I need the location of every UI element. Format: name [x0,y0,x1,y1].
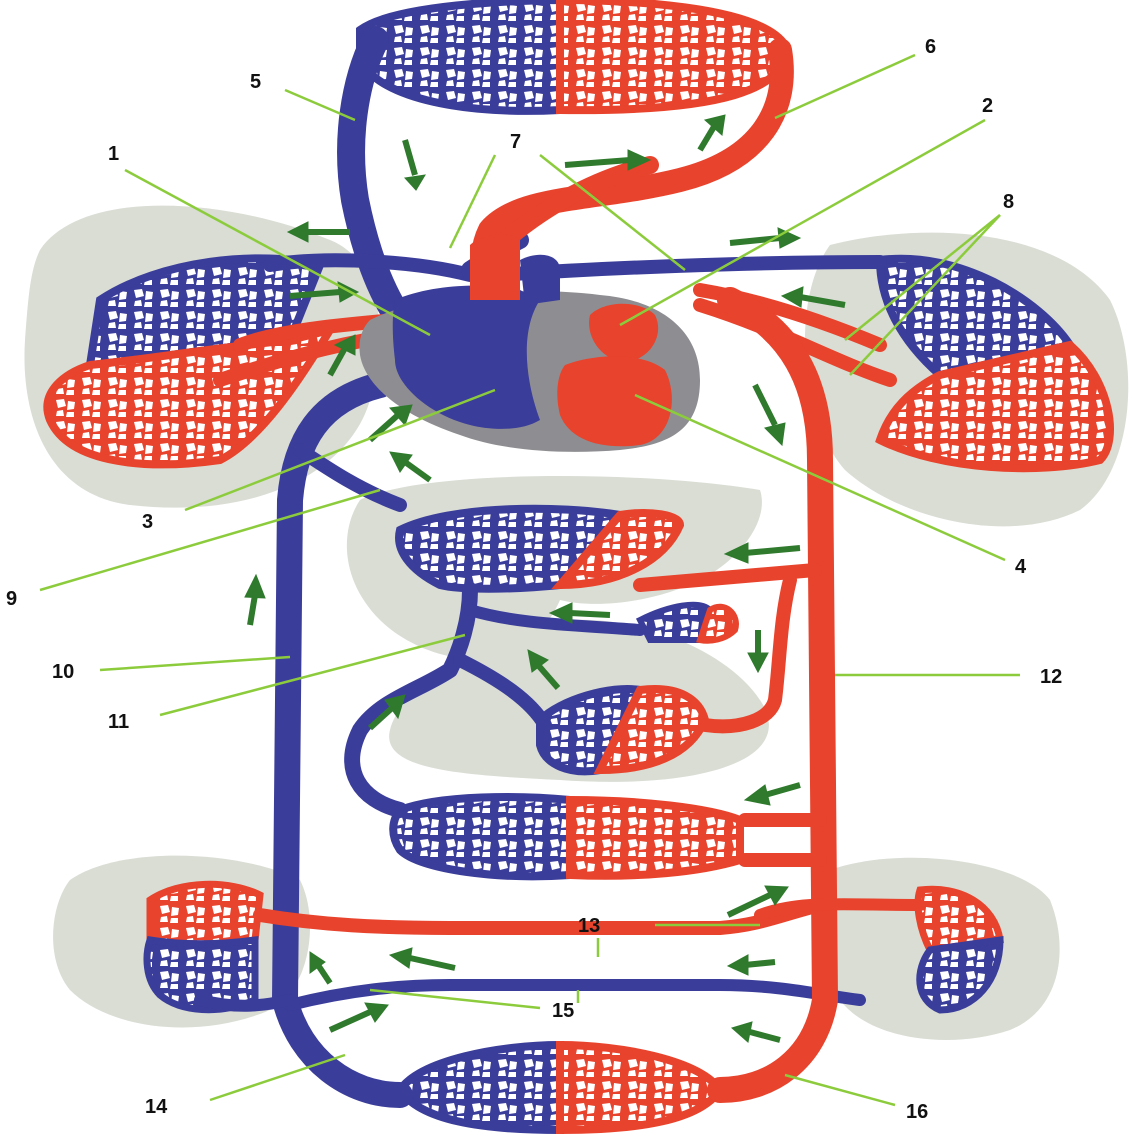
leader-line-10 [100,657,290,670]
renal-vein-lower [290,985,860,1005]
leader-line-15a [370,990,540,1008]
label-14: 14 [145,1096,168,1118]
renal-vein-left-loop [200,1000,290,1006]
label-3: 3 [142,511,153,533]
label-12: 12 [1040,666,1062,688]
label-13: 13 [578,915,600,937]
label-11: 11 [108,711,129,733]
label-15: 15 [552,1000,574,1022]
arrow-icon [732,1022,780,1042]
label-7: 7 [510,131,521,153]
label-5: 5 [250,71,261,93]
arrow-icon [245,575,265,625]
arrow-icon [728,955,775,975]
label-9: 9 [6,588,17,610]
aortic-root [470,235,520,300]
leader-line-6 [775,55,915,118]
pulmonary-trunk [520,255,560,305]
label-6: 6 [925,36,936,58]
label-8: 8 [1003,191,1014,213]
label-16: 16 [906,1101,928,1123]
left-ventricle [557,356,672,446]
lower-body-capillary-bed [400,1045,720,1130]
arrow-icon [310,952,330,983]
arrow-icon [405,140,425,190]
label-2: 2 [982,95,993,117]
label-1: 1 [108,143,119,165]
arrow-icon [700,115,725,150]
stomach-capillary-bed [640,605,736,641]
arrow-icon [748,630,768,672]
head-capillary-bed [360,0,785,111]
arrow-icon [745,785,800,805]
left-kidney-capillary-bed [147,884,260,1009]
arrow-icon [390,452,430,480]
label-4: 4 [1015,556,1027,578]
hepatic-vein [300,450,400,505]
capillary-beds [47,0,1110,1130]
label-10: 10 [52,661,74,683]
mesenteric-artery [745,820,820,860]
arrow-icon [755,385,785,445]
leader-line-16 [785,1075,895,1105]
arrow-icon [390,948,455,968]
arrow-icon [330,1003,388,1030]
lower-digestive-capillary-bed [393,797,740,876]
